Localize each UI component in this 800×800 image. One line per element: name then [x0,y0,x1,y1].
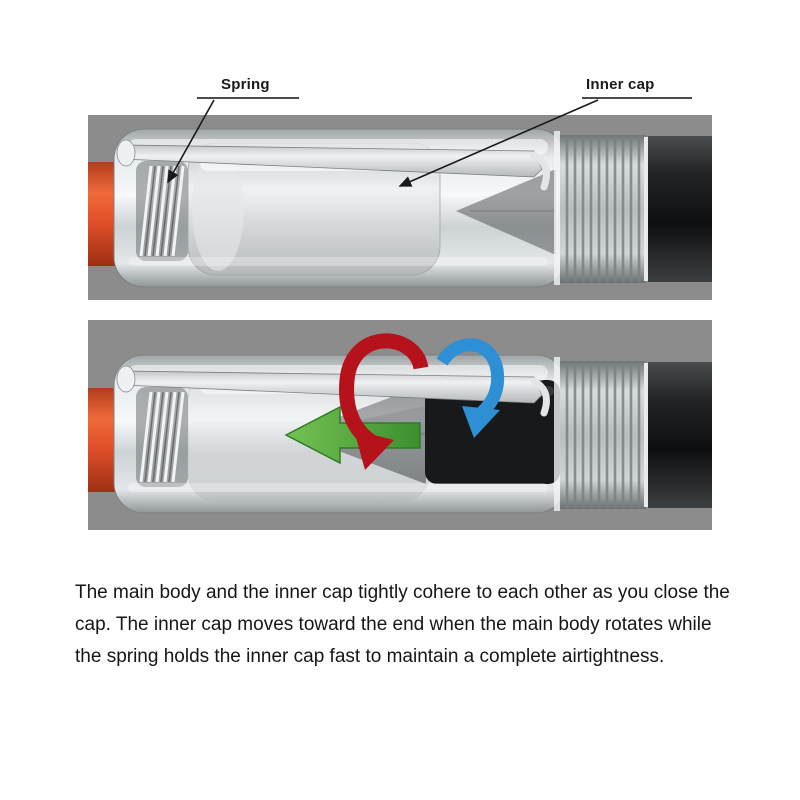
inner-cap-label: Inner cap [586,76,655,93]
blue-rotation-arrow [436,338,505,438]
cap-highlight-lower [128,257,548,266]
nib-faint [456,169,556,255]
pen-cap-rotation-illustration [88,320,712,530]
threaded-section [560,135,648,283]
red-rotation-arrow [339,333,429,470]
pen-cap-cutaway-illustration [88,115,712,300]
threaded-section [560,361,648,509]
spring-coil [136,387,188,487]
spring-label: Spring [221,76,270,93]
panel-cap-sealed [88,115,712,300]
cap-lip [554,131,560,285]
green-motion-arrow [284,405,421,465]
cap-lip [554,357,560,511]
panel-cap-rotating [88,320,712,530]
cap-highlight-lower [128,483,548,492]
black-barrel-end [648,136,712,282]
caption-text: The main body and the inner cap tightly … [75,582,730,667]
cap-clip [116,365,550,417]
spring-coil [136,161,188,261]
black-barrel-end [648,362,712,508]
